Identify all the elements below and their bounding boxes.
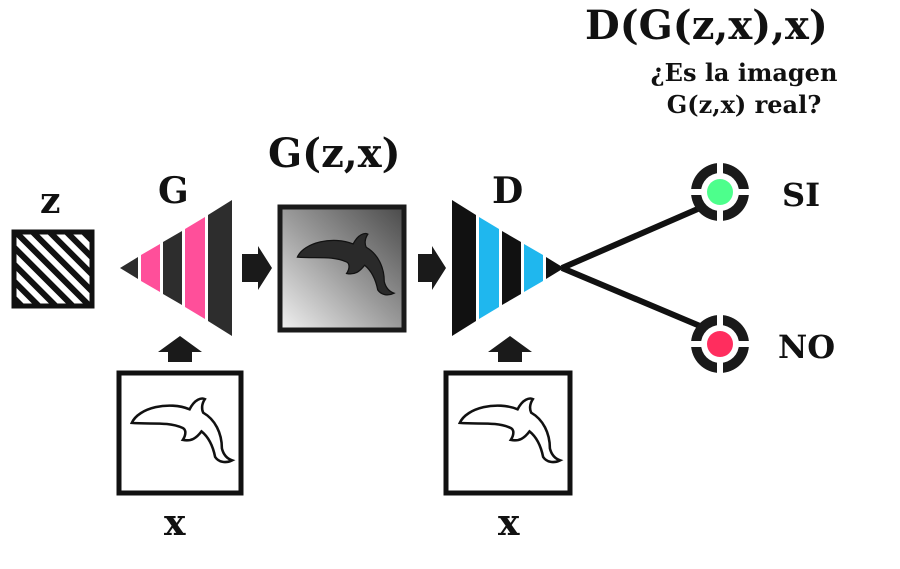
condition-label-left: x <box>164 502 186 544</box>
output-question-line2: G(z,x) real? <box>666 90 822 119</box>
answer-yes-label: SI <box>782 176 821 214</box>
output-branch-no <box>560 265 702 329</box>
arrow-icon <box>242 246 272 290</box>
arrow-icon <box>418 246 446 290</box>
yes-indicator <box>707 179 733 205</box>
generated-image-label: G(z,x) <box>268 130 401 177</box>
output-branch-yes <box>560 205 702 271</box>
generated-image <box>277 204 407 333</box>
condition-image-left <box>116 370 244 496</box>
noise-square-icon <box>11 229 95 309</box>
discriminator-network <box>452 200 564 336</box>
arrow-icon <box>158 336 202 362</box>
noise-label: z <box>40 180 61 222</box>
generator-label: G <box>158 170 189 212</box>
condition-label-right: x <box>498 502 520 544</box>
no-indicator <box>707 331 733 357</box>
output-title: D(G(z,x),x) <box>585 2 828 49</box>
target-icon <box>689 161 751 223</box>
condition-image-right <box>443 370 573 496</box>
generator-network <box>120 200 232 336</box>
discriminator-label: D <box>492 170 524 212</box>
answer-no-label: NO <box>778 328 836 366</box>
arrow-icon <box>488 336 532 362</box>
output-question-line1: ¿Es la imagen <box>650 58 838 87</box>
target-icon <box>689 313 751 375</box>
